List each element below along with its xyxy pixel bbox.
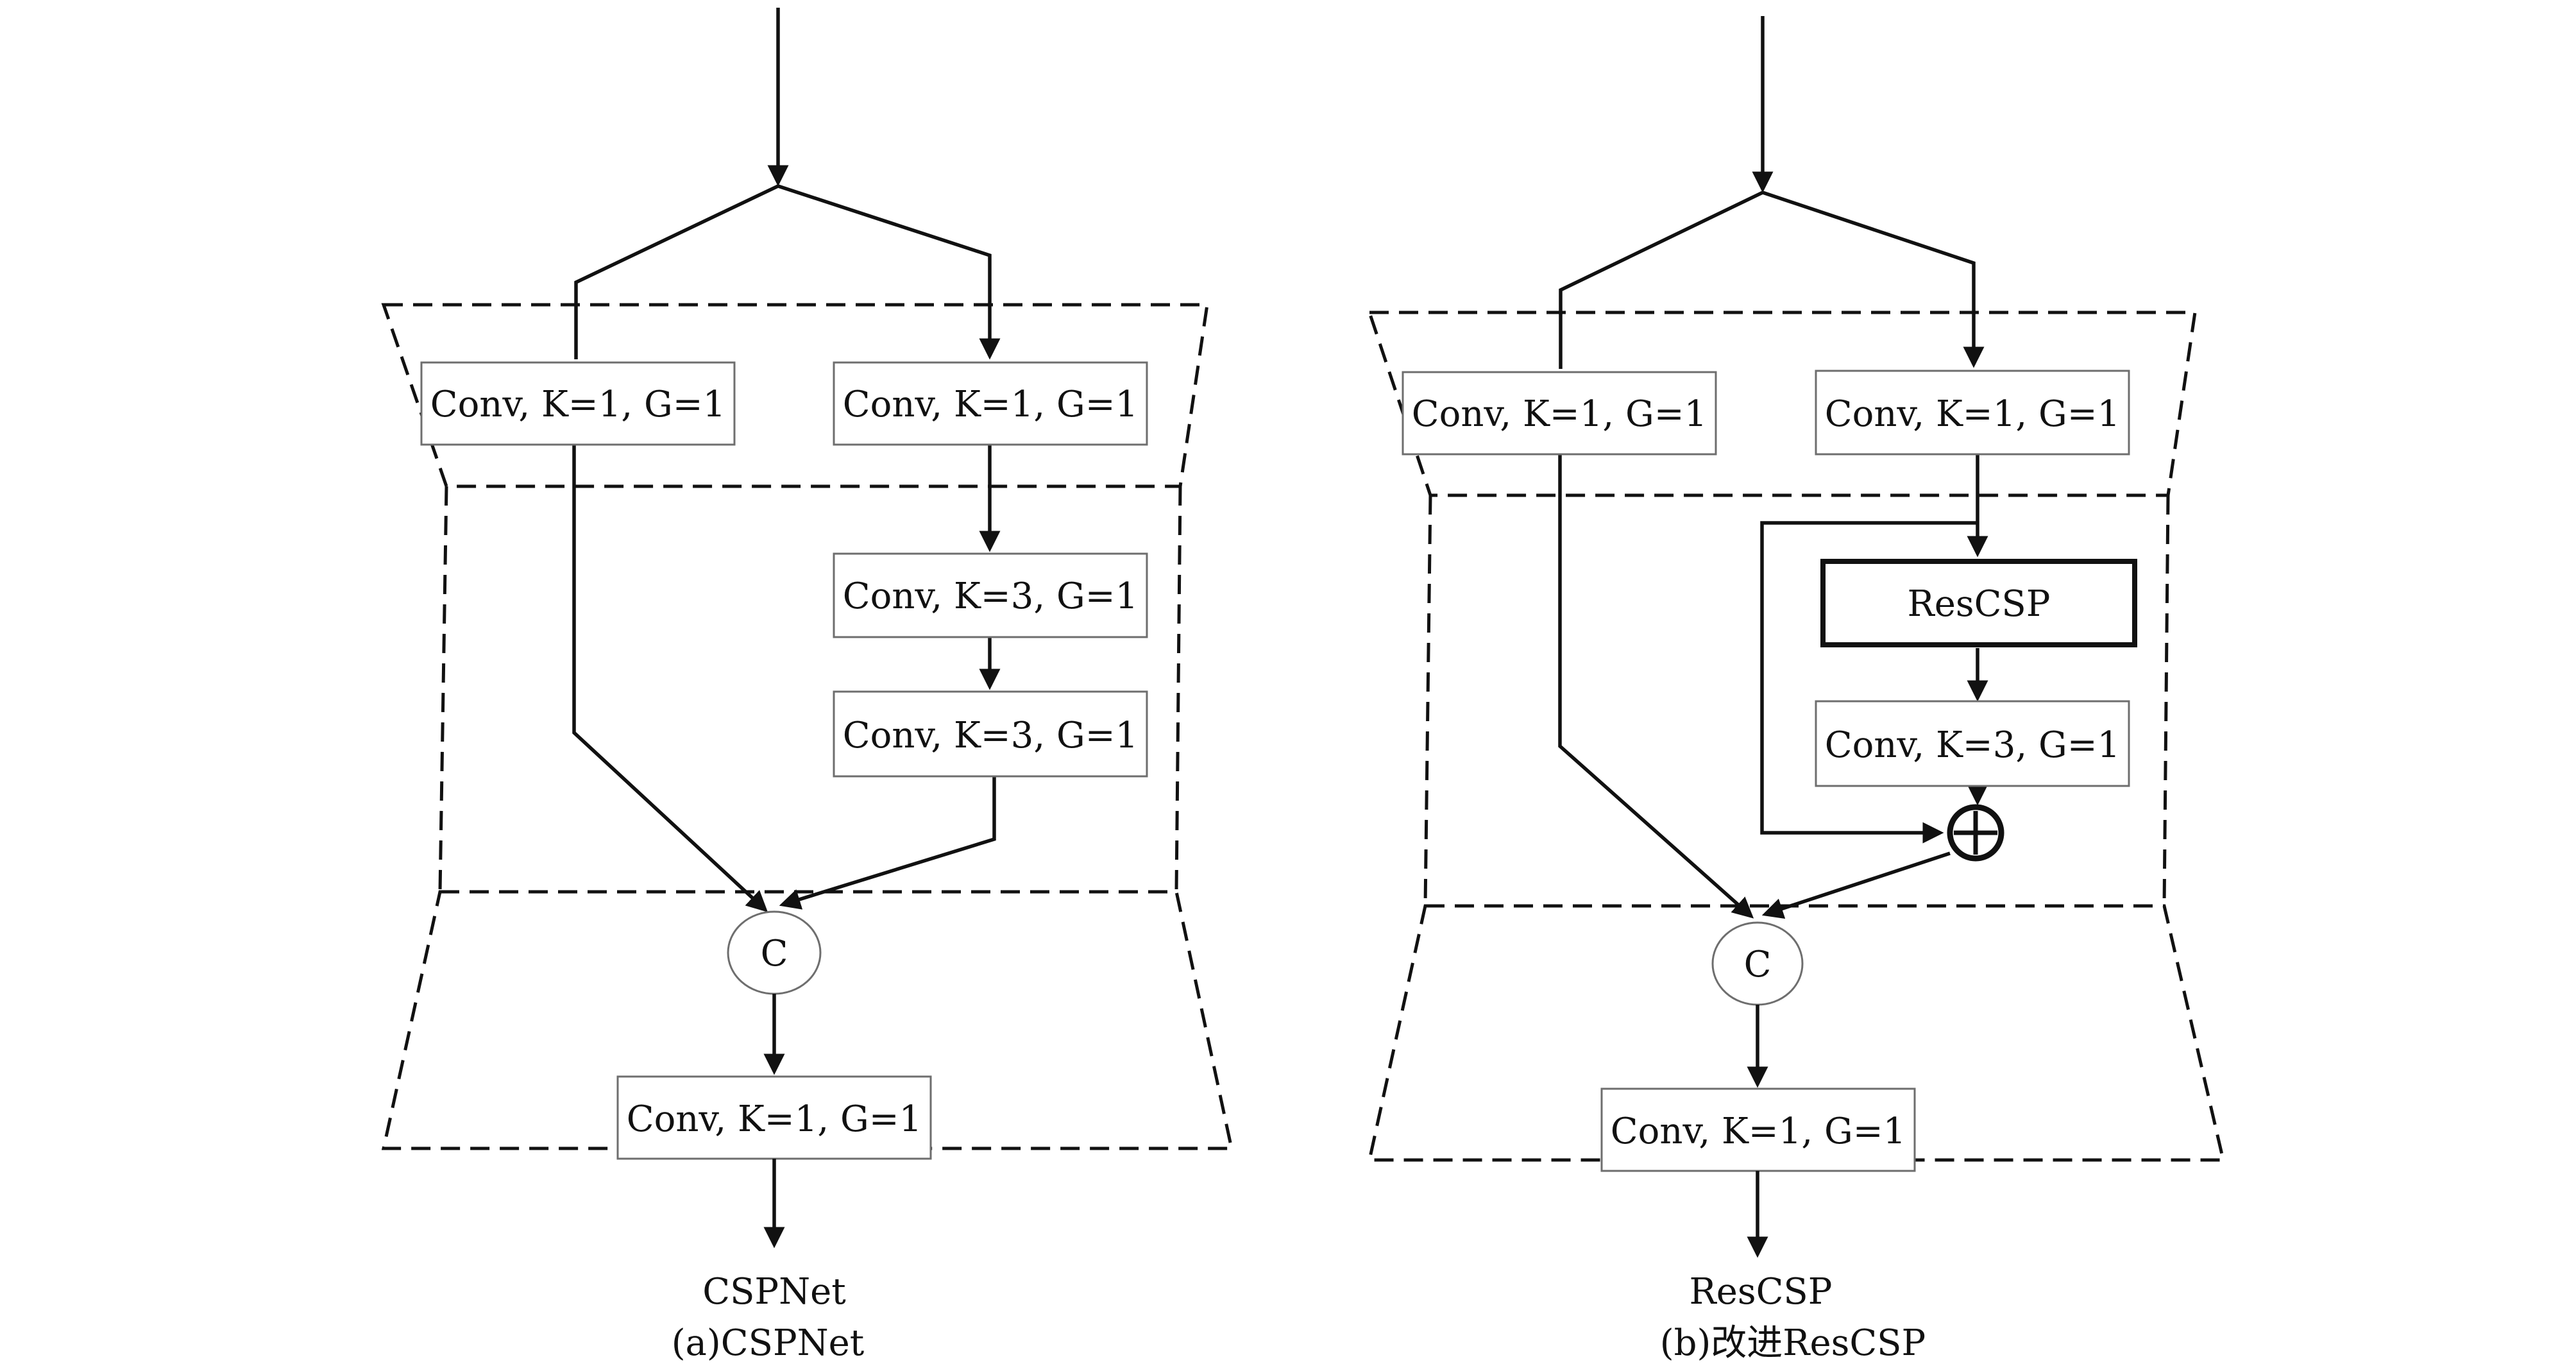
panel-a-conv-box-1: Conv, K=1, G=1 <box>420 361 736 446</box>
panel-b-output-label: ResCSP <box>1690 1271 1833 1313</box>
panel-b-left-branch-line <box>1558 454 1754 919</box>
panel-a-conv-box-2-label: Conv, K=1, G=1 <box>843 384 1139 425</box>
panel-a-concat-node: C <box>727 910 822 995</box>
panel-b-conv-box-1: Conv, K=1, G=1 <box>1402 371 1717 456</box>
panel-a-right-branch-to-concat <box>779 776 996 910</box>
panel-a-conv-box-1-label: Conv, K=1, G=1 <box>430 384 726 425</box>
panel-a-conv-box-out: Conv, K=1, G=1 <box>616 1075 932 1160</box>
panel-b-conv-box-out: Conv, K=1, G=1 <box>1600 1087 1916 1172</box>
panel-a-caption: (a)CSPNet <box>672 1322 865 1364</box>
panel-b-conv-box-3-label: Conv, K=3, G=1 <box>1825 724 2121 766</box>
panel-b-arrow-add-concat <box>1761 851 1951 919</box>
panel-a-left-branch-line <box>572 445 768 912</box>
panel-b-rescsp-block: ResCSP <box>1820 559 2137 647</box>
panel-b-caption: (b)改进ResCSP <box>1660 1322 1926 1364</box>
panel-b-concat-label: C <box>1744 944 1772 985</box>
panel-a-conv-box-4: Conv, K=3, G=1 <box>833 690 1148 778</box>
panel-b-rescsp-block-label: ResCSP <box>1908 583 2051 625</box>
panel-a-conv-box-3-label: Conv, K=3, G=1 <box>843 575 1139 617</box>
panel-a-split-right <box>777 184 1001 360</box>
panel-a: Conv, K=1, G=1 Conv, K=1, G=1 Conv, K=3,… <box>381 8 1234 1364</box>
panel-a-middle-stage-left-edge <box>438 486 448 892</box>
panel-b-conv-box-3: Conv, K=3, G=1 <box>1815 700 2130 787</box>
panel-a-conv-box-3: Conv, K=3, G=1 <box>833 552 1148 638</box>
panel-b: Conv, K=1, G=1 Conv, K=1, G=1 ResCSP Con… <box>1367 16 2226 1364</box>
panel-b-middle-stage-left-edge <box>1423 495 1432 907</box>
panel-a-middle-stage-right-edge <box>1174 486 1182 892</box>
panel-a-conv-box-4-label: Conv, K=3, G=1 <box>843 715 1139 756</box>
panel-b-conv-box-2-label: Conv, K=1, G=1 <box>1825 393 2121 435</box>
panel-a-bottom-stage-outline <box>381 890 1234 1150</box>
panel-b-split-right <box>1762 191 1985 368</box>
panel-b-conv-box-1-label: Conv, K=1, G=1 <box>1412 393 1707 435</box>
panel-b-split-left <box>1559 191 1764 369</box>
panel-b-conv-box-2: Conv, K=1, G=1 <box>1815 370 2130 456</box>
panel-b-add-icon <box>1947 804 2004 862</box>
panel-b-residual-skip-line <box>1760 521 1978 844</box>
panel-a-conv-box-out-label: Conv, K=1, G=1 <box>627 1098 922 1140</box>
panel-a-output-label: CSPNet <box>702 1271 846 1313</box>
panel-b-concat-node: C <box>1711 921 1804 1006</box>
panel-a-concat-label: C <box>761 933 788 975</box>
panel-b-middle-stage-right-edge <box>2162 495 2170 907</box>
panel-a-split-left <box>574 184 779 359</box>
panel-b-conv-box-out-label: Conv, K=1, G=1 <box>1611 1111 1906 1152</box>
panel-a-conv-box-2: Conv, K=1, G=1 <box>833 361 1148 446</box>
